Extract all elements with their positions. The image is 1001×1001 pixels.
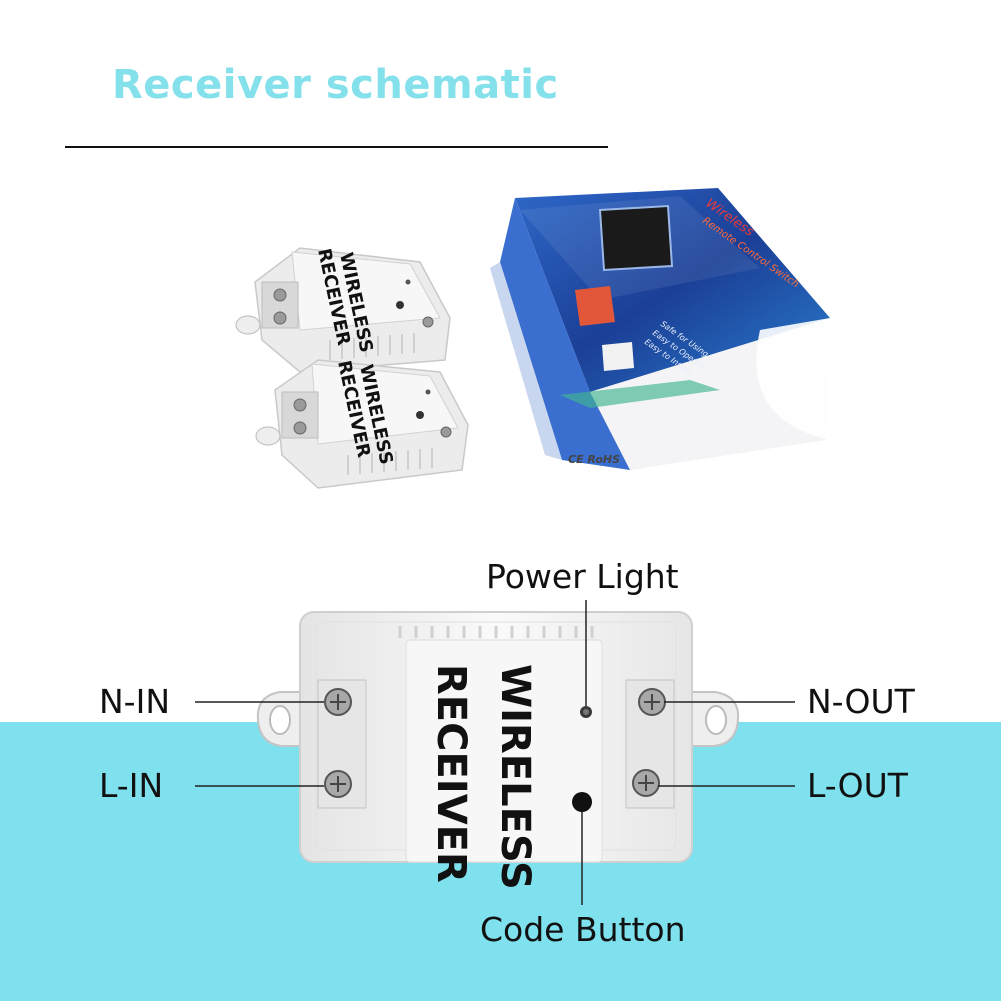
- product-box: Wireless Remote Control Switch Safe for …: [490, 188, 830, 470]
- box-certification-marks: CE RoHS: [568, 453, 620, 466]
- code-button-indicator: [572, 792, 592, 812]
- label-code-button: Code Button: [480, 910, 686, 949]
- large-receiver: WIRELESS RECEIVER: [256, 611, 740, 890]
- label-l-in: L-IN: [99, 766, 164, 805]
- title-divider: [65, 146, 608, 148]
- large-receiver-text1: WIRELESS: [492, 664, 538, 890]
- small-receiver-top: WIRELESS RECEIVER: [235, 247, 451, 373]
- label-l-out: L-OUT: [807, 766, 908, 805]
- leader-lines: [195, 600, 795, 905]
- label-n-out: N-OUT: [807, 682, 915, 721]
- label-power-light: Power Light: [486, 557, 679, 596]
- label-n-in: N-IN: [99, 682, 171, 721]
- page-title: Receiver schematic: [112, 62, 559, 108]
- large-receiver-text2: RECEIVER: [428, 664, 474, 883]
- small-receiver-bottom: WIRELESS RECEIVER: [255, 359, 469, 489]
